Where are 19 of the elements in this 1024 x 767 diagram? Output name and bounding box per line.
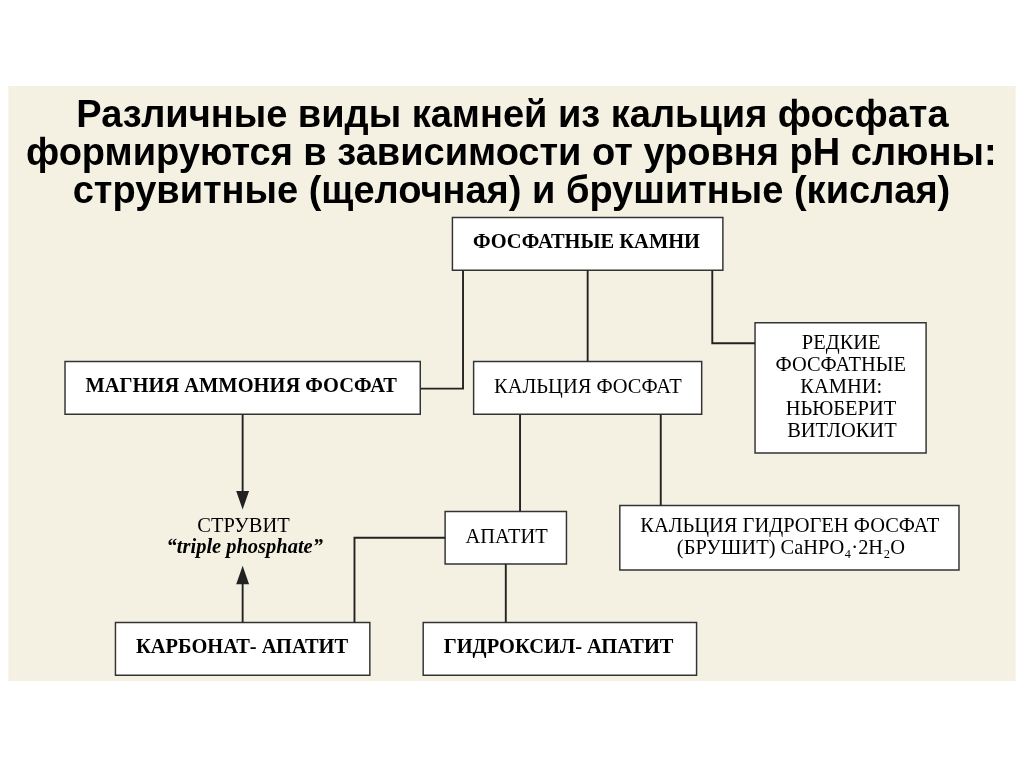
connector (504, 563, 507, 624)
node-box: КАРБОНАТ- АПАТИТ (114, 621, 371, 676)
connector (353, 536, 447, 624)
node-box: РЕДКИЕ ФОСФАТНЫЕ КАМНИ: НЬЮБЕРИТ ВИТЛОКИТ (754, 322, 927, 454)
node-box: КАЛЬЦИЯ ГИДРОГЕН ФОСФАТ (БРУШИТ) CaHPO₄·2H₂O (619, 504, 960, 571)
connector (711, 269, 756, 345)
node-box: МАГНИЯ АММОНИЯ ФОСФАТ (64, 360, 421, 415)
node-box: ФОСФАТНЫЕ КАМНИ (451, 216, 724, 271)
connector (419, 269, 464, 390)
arrow (236, 413, 250, 510)
diagram-title: Различные виды камней из кальция фосфата формируются в зависимости от уровня pH слюны: струвитные (щелочная) и брушитные (кислая) (25, 92, 997, 211)
node-text: СТРУВИТ “triple phosphate” (166, 514, 323, 557)
node-box: АПАТИТ (444, 510, 568, 565)
node-box: КАЛЬЦИЯ ФОСФАТ (472, 360, 703, 415)
connector (659, 413, 662, 507)
node-box: ГИДРОКСИЛ- АПАТИТ (422, 621, 698, 676)
connector (586, 269, 589, 363)
connector (519, 413, 521, 513)
arrow (236, 565, 250, 624)
